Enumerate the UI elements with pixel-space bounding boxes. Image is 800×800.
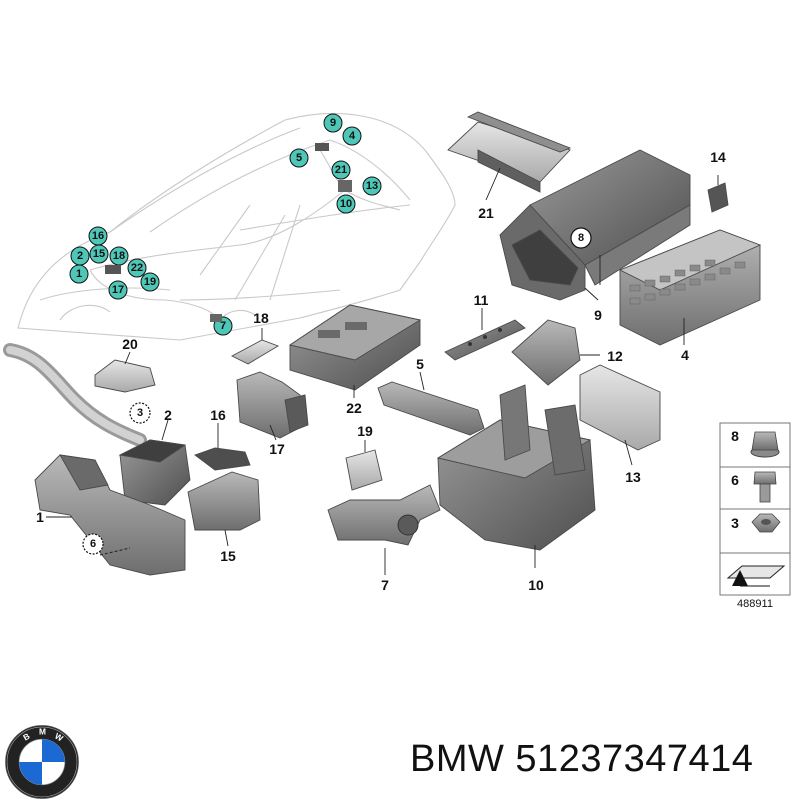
svg-text:5: 5 [296,152,302,164]
car-marker-5[interactable]: 5 [289,148,309,168]
bmw-logo: B M W [5,725,79,799]
part-16[interactable] [194,423,251,471]
diagram-code: 488911 [737,598,773,610]
part-13[interactable] [579,364,661,466]
part-22-module[interactable] [288,304,422,398]
svg-text:15: 15 [93,248,105,260]
car-marker-2[interactable]: 2 [70,246,90,266]
part-21-cover[interactable] [447,111,572,201]
svg-text:6: 6 [90,538,96,550]
legend-number-6: 6 [731,472,739,488]
svg-text:2: 2 [77,250,83,262]
svg-text:13: 13 [366,180,378,192]
callout-3[interactable]: 3 [129,402,151,424]
part-5[interactable] [377,371,485,436]
part-14[interactable] [707,175,729,213]
legend-number-3: 3 [731,515,739,531]
part-9-housing[interactable] [499,149,691,301]
hex-nut-icon [751,513,781,533]
car-marker-16[interactable]: 16 [88,226,108,246]
car-marker-19[interactable]: 19 [140,272,160,292]
part-4-fuse-box[interactable] [618,229,762,346]
callout-12[interactable]: 12 [607,348,623,364]
bolt-icon [753,471,777,503]
svg-text:18: 18 [113,250,125,262]
svg-text:W: W [53,731,65,744]
svg-text:4: 4 [349,130,356,142]
svg-text:16: 16 [92,230,104,242]
car-marker-9[interactable]: 9 [323,113,343,133]
car-markers: 9 4 5 21 13 10 16 2 15 18 1 22 17 19 7 [69,113,382,336]
svg-text:10: 10 [340,198,352,210]
svg-text:9: 9 [330,117,336,129]
part-18[interactable] [231,328,280,365]
callout-labels: 21 14 9 4 11 12 18 20 5 22 2 16 17 19 13… [36,149,726,593]
car-marker-10[interactable]: 10 [336,194,356,214]
callout-5[interactable]: 5 [416,356,424,372]
part-17[interactable] [236,371,309,441]
svg-text:3: 3 [137,407,143,419]
callout-9[interactable]: 9 [594,307,602,323]
callout-21[interactable]: 21 [478,205,494,221]
car-marker-15[interactable]: 15 [89,244,109,264]
callout-1[interactable]: 1 [36,509,44,525]
car-marker-17[interactable]: 17 [108,280,128,300]
callout-10[interactable]: 10 [528,577,544,593]
callout-18[interactable]: 18 [253,310,269,326]
part-10-carrier[interactable] [436,384,596,568]
legend-number-8: 8 [731,428,739,444]
svg-text:19: 19 [144,276,156,288]
cable [3,343,147,447]
car-marker-1[interactable]: 1 [69,264,89,284]
callout-6[interactable]: 6 [82,533,104,555]
part-1-tray[interactable] [34,454,186,576]
footer-part-number: BMW 51237347414 [410,738,754,780]
car-outline [17,113,456,341]
part-20[interactable] [94,351,156,393]
callout-13[interactable]: 13 [625,469,641,485]
svg-text:1: 1 [76,268,82,280]
part-19[interactable] [345,440,383,491]
svg-text:8: 8 [578,232,584,244]
part-11[interactable] [444,308,526,361]
callout-11[interactable]: 11 [474,292,489,308]
car-marker-4[interactable]: 4 [342,126,362,146]
callout-20[interactable]: 20 [122,336,138,352]
callout-4[interactable]: 4 [681,347,689,363]
part-15[interactable] [187,471,261,547]
callout-14[interactable]: 14 [710,149,726,165]
callout-2[interactable]: 2 [164,407,172,423]
svg-text:7: 7 [220,320,226,332]
car-marker-18[interactable]: 18 [109,246,129,266]
svg-text:17: 17 [112,284,124,296]
flange-nut-icon [750,431,780,458]
svg-text:B: B [21,731,31,743]
orientation-arrow-icon [726,565,786,587]
svg-text:21: 21 [335,164,347,176]
car-marker-13[interactable]: 13 [362,176,382,196]
callout-8[interactable]: 8 [570,227,592,249]
fastener-legend: 8 6 3 488911 [719,422,791,610]
part-7-bracket[interactable] [327,484,441,575]
svg-text:M: M [39,727,46,737]
callout-17[interactable]: 17 [269,441,285,457]
callout-15[interactable]: 15 [220,548,236,564]
callout-16[interactable]: 16 [210,407,226,423]
callout-22[interactable]: 22 [346,400,362,416]
svg-text:22: 22 [131,262,143,274]
car-marker-21[interactable]: 21 [331,160,351,180]
car-marker-22[interactable]: 22 [127,258,147,278]
part-12[interactable] [511,319,600,386]
callout-19[interactable]: 19 [357,423,373,439]
callout-7[interactable]: 7 [381,577,389,593]
